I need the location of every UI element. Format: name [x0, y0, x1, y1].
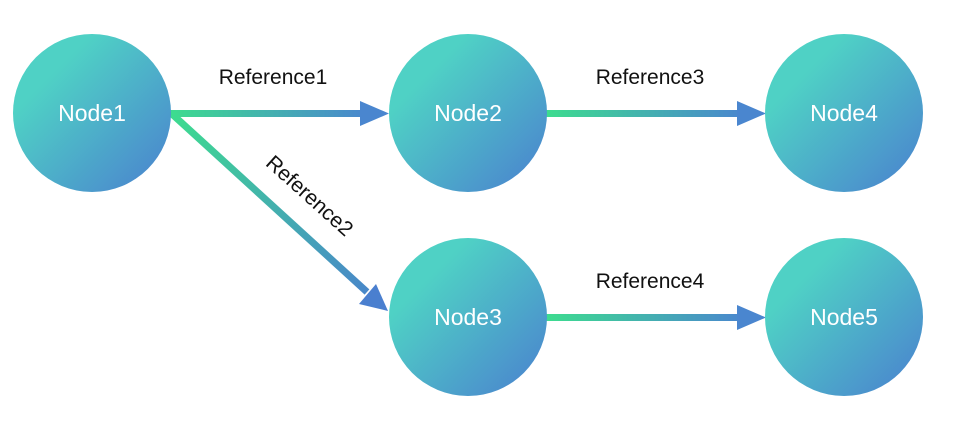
node-4-circle — [765, 34, 923, 192]
edge-reference2: Reference2 — [169, 111, 388, 311]
edge-reference2-label: Reference2 — [261, 151, 357, 241]
edge-reference1: Reference1 — [170, 66, 389, 126]
node-3-label: Node3 — [434, 304, 502, 330]
edge-reference3-line — [546, 110, 744, 117]
node-1-circle — [13, 34, 171, 192]
node-5[interactable]: Node5 — [765, 238, 923, 396]
edge-reference4: Reference4 — [546, 270, 766, 330]
node-3-circle — [389, 238, 547, 396]
node-5-circle — [765, 238, 923, 396]
edge-reference4-arrowhead — [737, 305, 766, 330]
node-4-label: Node4 — [810, 100, 878, 126]
edge-reference3-arrowhead — [737, 101, 766, 126]
node-2-label: Node2 — [434, 100, 502, 126]
node-4[interactable]: Node4 — [765, 34, 923, 192]
node-3[interactable]: Node3 — [389, 238, 547, 396]
node-2-circle — [389, 34, 547, 192]
edge-reference1-line — [170, 110, 368, 117]
node-1-label: Node1 — [58, 100, 126, 126]
edge-reference3-label: Reference3 — [596, 66, 705, 89]
edge-reference2-line — [169, 111, 370, 295]
edge-reference1-arrowhead — [360, 101, 389, 126]
edge-reference4-line — [546, 314, 744, 321]
edge-reference3: Reference3 — [546, 66, 766, 126]
edge-reference1-label: Reference1 — [219, 66, 328, 89]
node-5-label: Node5 — [810, 304, 878, 330]
node-1[interactable]: Node1 — [13, 34, 171, 192]
edge-reference2-arrowhead — [359, 284, 388, 311]
node-2[interactable]: Node2 — [389, 34, 547, 192]
edge-reference4-label: Reference4 — [596, 270, 705, 293]
